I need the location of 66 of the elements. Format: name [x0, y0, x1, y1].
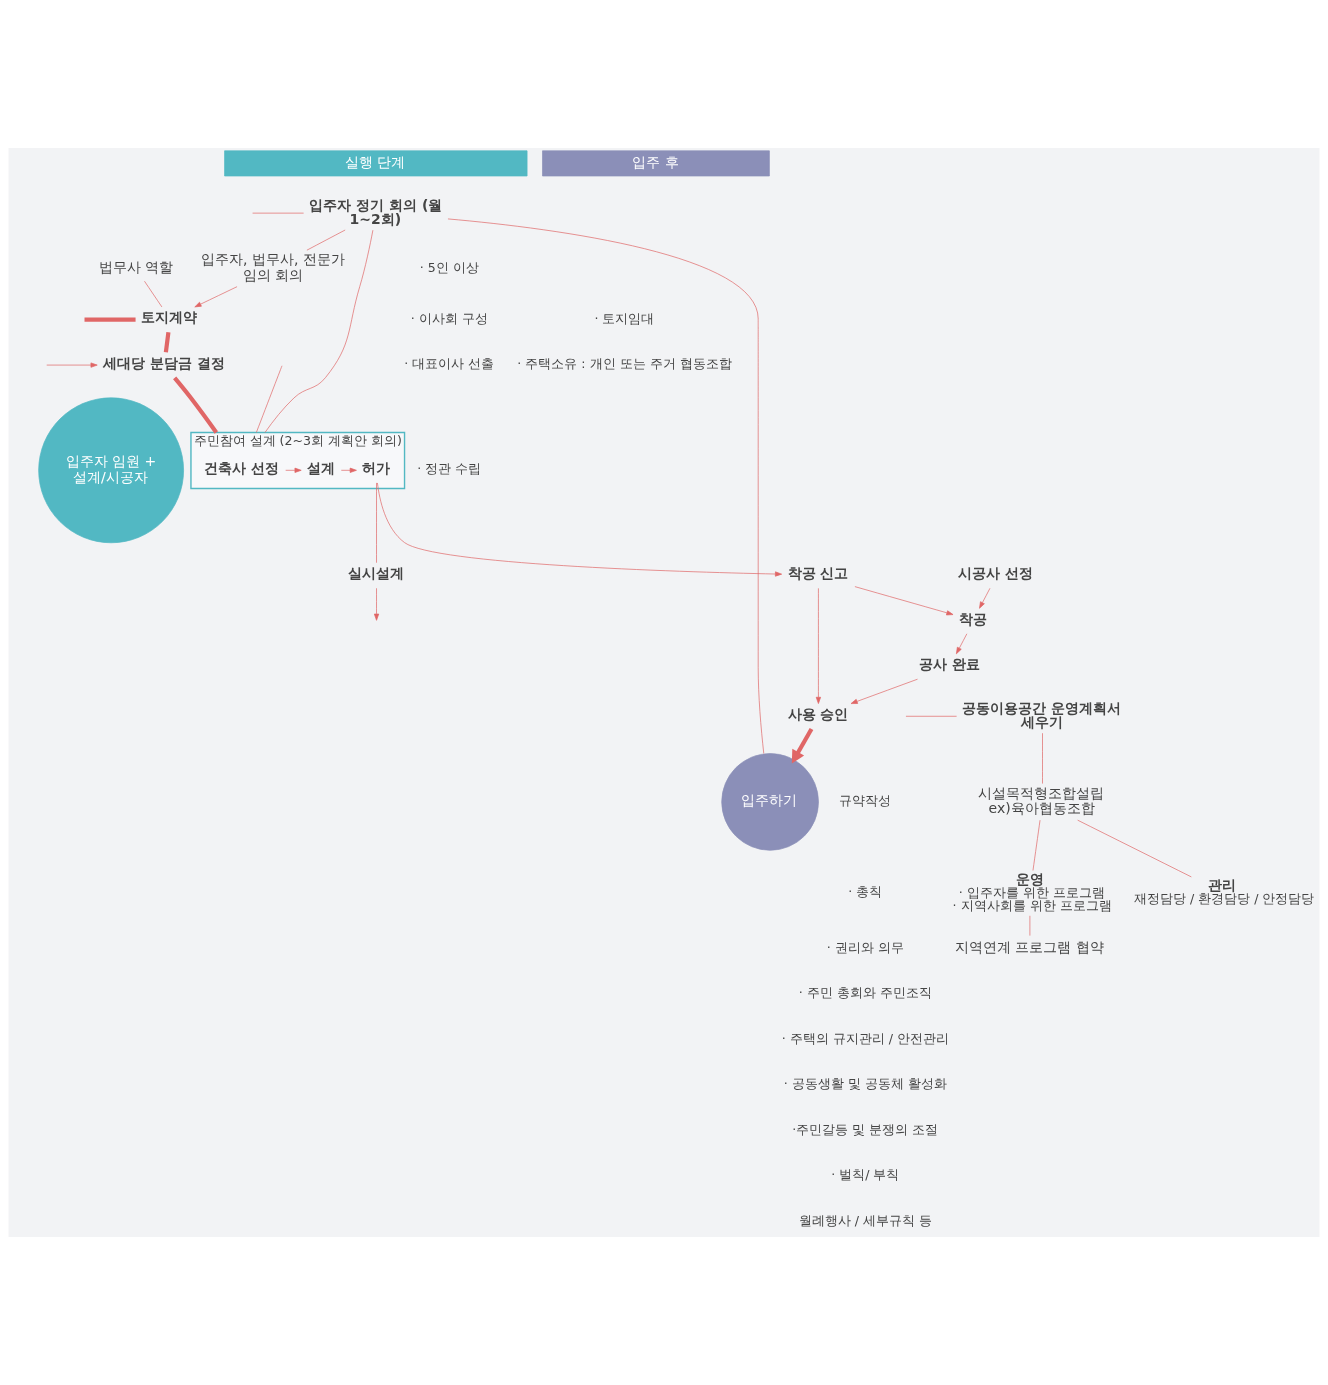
- label: · 토지임대: [594, 310, 655, 326]
- label: · 대표이사 선출: [404, 356, 495, 372]
- node-circle: 입주하기: [721, 753, 819, 851]
- arrow: [340, 467, 357, 473]
- node-text: 건축사 선정: [204, 460, 280, 477]
- node-text: 사용 승인: [787, 706, 849, 723]
- node-text: 법무사 역할: [98, 258, 173, 275]
- label: ·주민갈등 및 분쟁의 조절: [792, 1121, 939, 1137]
- node-text: 착공: [958, 610, 987, 627]
- label: · 주택의 규지관리 / 안전관리: [781, 1030, 949, 1046]
- node-circle: 입주자 임원 + 설계/시공자: [38, 397, 184, 544]
- node-text: 지역연계 프로그램 협약: [954, 938, 1104, 955]
- node-label: 재정담당 / 환경담당 / 안정담당: [1133, 891, 1315, 907]
- node-text: 실시설계: [347, 565, 404, 582]
- connector: [264, 229, 374, 433]
- connector: [1077, 819, 1192, 878]
- connector: [144, 280, 163, 308]
- arrow: [377, 482, 783, 577]
- node-text: 세대당 분담금 결정: [103, 354, 225, 371]
- node-box: 실행 단계: [224, 150, 528, 177]
- node-text: 착공 신고: [787, 565, 849, 582]
- connector: [376, 482, 377, 564]
- connector: [306, 229, 346, 251]
- node-text: 허가: [362, 460, 391, 477]
- arrow: [373, 587, 380, 621]
- node-text: 공사 완료: [919, 656, 981, 673]
- label: · 이사회 구성: [410, 310, 488, 326]
- connector: [163, 332, 171, 353]
- arrow: [815, 588, 821, 704]
- node-text: 시설목적형조합설립 ex)육아협동조합: [978, 784, 1105, 817]
- node-text: 입주자 정기 회의 (월 1~2회): [309, 196, 443, 227]
- arrow: [854, 586, 954, 616]
- arrow: [956, 633, 968, 655]
- connector: [1029, 915, 1031, 936]
- label: · 벌칙/ 부칙: [831, 1167, 900, 1183]
- node-text: 설계: [306, 460, 335, 477]
- connector: [447, 218, 765, 754]
- node-box: 입주 후: [542, 150, 770, 177]
- label: · 주민 총회와 주민조직: [798, 985, 932, 1001]
- connector: [1032, 819, 1041, 871]
- connector: [84, 317, 136, 322]
- label: · 주택소유 : 개인 또는 주거 협동조합: [517, 356, 732, 372]
- arrow: [791, 728, 814, 764]
- arrow: [979, 587, 991, 609]
- node-text: 운영: [1015, 871, 1044, 888]
- connector: [173, 376, 219, 434]
- connector: [1042, 732, 1043, 784]
- label: · 5인 이상: [419, 259, 479, 275]
- label: · 공동생활 및 공동체 활성화: [783, 1076, 947, 1092]
- node-text: 입주자, 법무사, 전문가 임의 회의: [201, 251, 345, 283]
- connector: [256, 365, 283, 433]
- arrow: [285, 467, 302, 473]
- label: · 권리와 의무: [826, 939, 904, 955]
- node-text: 관리: [1208, 877, 1237, 894]
- arrow: [194, 286, 238, 308]
- node-text: 토지계약: [141, 309, 198, 326]
- connector: [905, 715, 957, 717]
- connector: [252, 212, 304, 214]
- node-text: 시공사 선정: [958, 565, 1034, 582]
- node-text: 공동이용공간 운영계획서 세우기: [962, 699, 1122, 730]
- arrow: [46, 362, 98, 368]
- label: 규약작성: [839, 792, 892, 808]
- arrow: [850, 678, 918, 704]
- label: · 총칙: [848, 884, 883, 900]
- label: 월례행사 / 세부규칙 등: [798, 1212, 932, 1228]
- label: · 정관 수립: [417, 461, 482, 477]
